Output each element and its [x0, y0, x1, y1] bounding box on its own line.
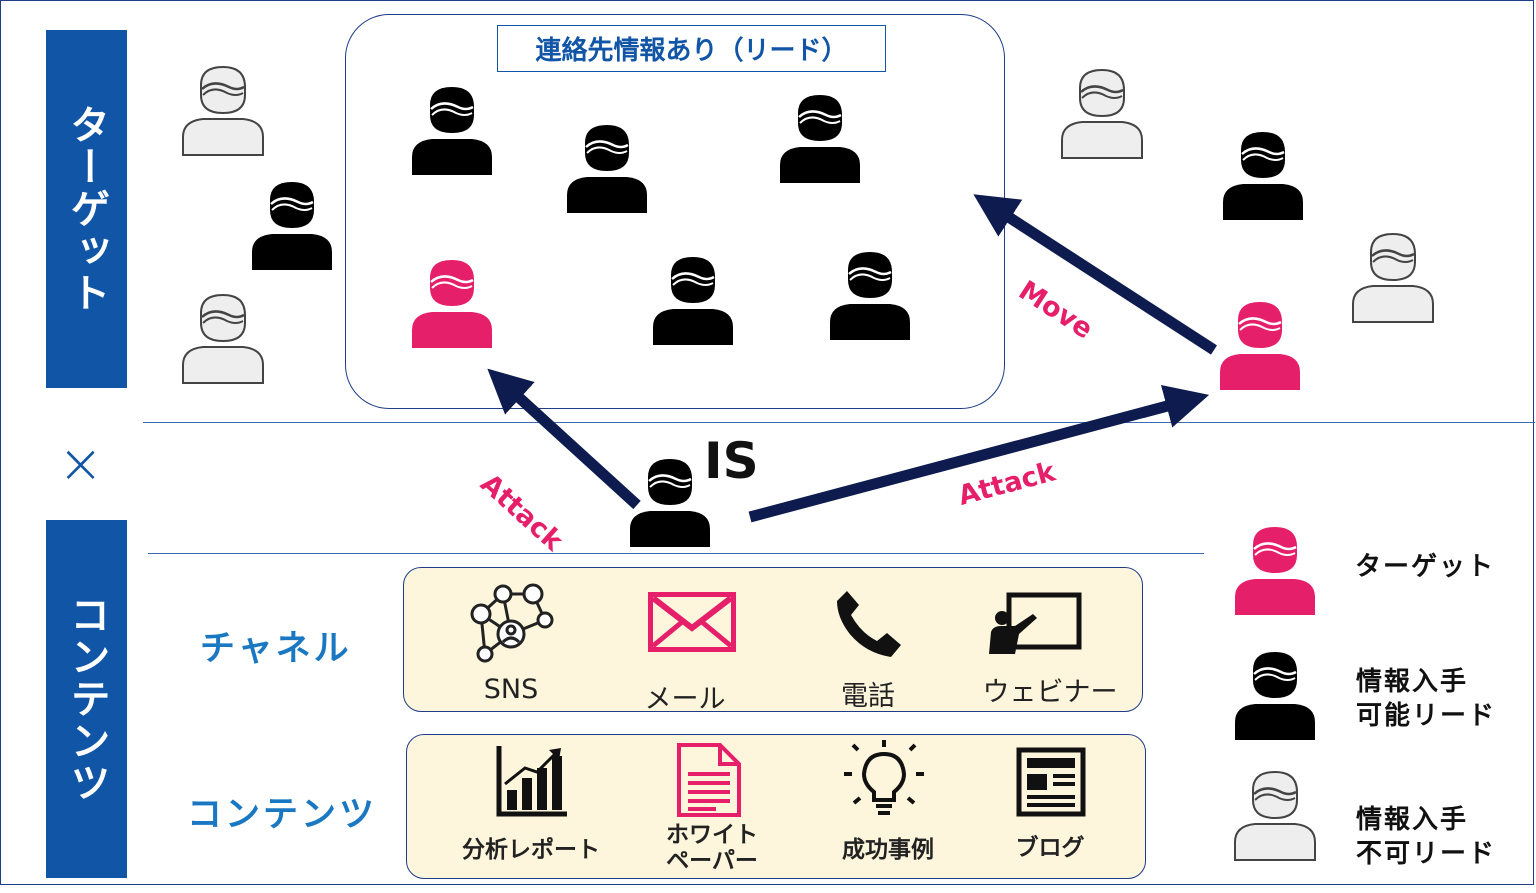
person-unavailable-icon — [1351, 232, 1435, 324]
is-label: IS — [704, 432, 759, 490]
person-lead-icon — [410, 85, 494, 177]
person-lead-icon — [250, 180, 334, 272]
document-icon — [676, 742, 742, 818]
target-band: ターゲット — [46, 30, 127, 388]
person-unavailable-icon — [181, 293, 265, 385]
person-lead-icon — [1221, 130, 1305, 222]
times-symbol: × — [58, 432, 104, 495]
legend-available-label: 情報入手 可能リード — [1356, 667, 1497, 731]
channel-caption: メール — [644, 684, 726, 715]
upper-divider — [143, 422, 1535, 423]
newspaper-icon — [1016, 747, 1086, 817]
person-lead-icon — [565, 123, 649, 215]
legend-unavailable-icon — [1233, 770, 1317, 862]
legend-target-icon — [1233, 525, 1317, 617]
content-caption: 成功事例 — [842, 837, 934, 863]
legend-available-icon — [1233, 650, 1317, 742]
move-arrow — [973, 194, 1217, 355]
network-icon — [463, 582, 558, 664]
person-is-icon — [628, 457, 712, 549]
content-caption: 分析レポート — [462, 837, 600, 863]
channel-caption: SNS — [483, 674, 539, 705]
content-band: コンテンツ — [46, 520, 127, 878]
person-lead-icon — [828, 250, 912, 342]
channel-row-label: チャネル — [200, 629, 352, 669]
person-lead-icon — [778, 93, 862, 185]
channel-caption: 電話 — [841, 681, 895, 712]
person-target-icon — [410, 258, 494, 350]
legend-unavailable-label: 情報入手 不可リード — [1356, 805, 1497, 869]
person-lead-icon — [651, 255, 735, 347]
bar-chart-icon — [495, 744, 569, 818]
person-unavailable-icon — [1060, 68, 1144, 160]
attack-arrow-left — [487, 368, 641, 510]
content-caption: ホワイトペーパー — [666, 822, 758, 874]
content-caption: ブログ — [1015, 835, 1085, 861]
lower-divider — [148, 553, 1204, 554]
mail-icon — [648, 592, 736, 652]
legend-target-label: ターゲット — [1355, 552, 1496, 582]
phone-icon — [833, 587, 905, 659]
channel-caption: ウェビナー — [982, 677, 1118, 708]
person-target-icon — [1218, 300, 1302, 392]
content-row-label: コンテンツ — [187, 795, 378, 835]
lead-box-title: 連絡先情報あり（リード） — [497, 25, 886, 72]
lightbulb-icon — [840, 740, 928, 820]
attack-arrow-right — [748, 384, 1210, 523]
person-unavailable-icon — [181, 65, 265, 157]
webinar-icon — [987, 592, 1083, 654]
